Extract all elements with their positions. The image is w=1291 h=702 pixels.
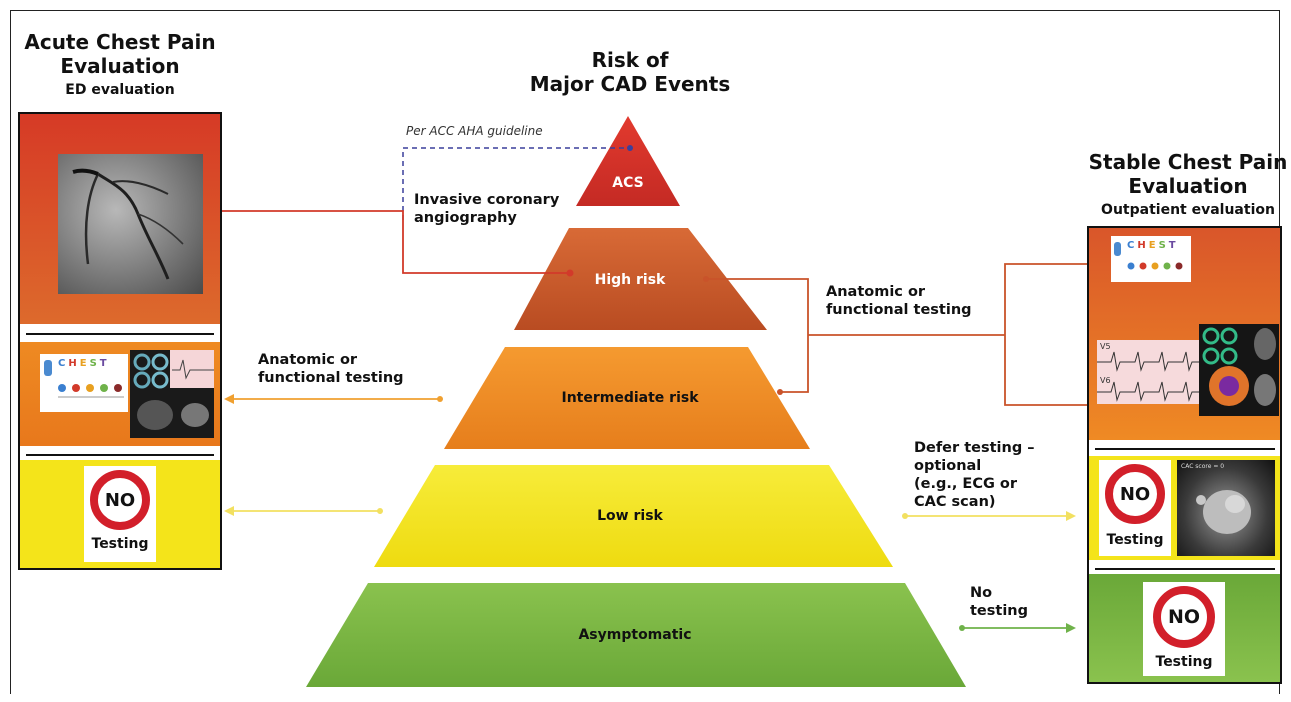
tier-asymptomatic-label: Asymptomatic [578,627,692,643]
defer-line1: Defer testing – [914,440,1035,456]
left-no-testing-sign: NO Testing [84,466,156,562]
ecg-trace [1097,351,1201,402]
anatomic-right-line1: Anatomic or [826,284,926,300]
left-title-subtitle: ED evaluation [65,82,175,98]
center-title-line1: Risk of [591,48,669,72]
tier-intermediate-shape [444,347,810,449]
right-no-testing-sign-1: NO Testing [1099,460,1171,556]
perfusion-collage [1199,324,1279,416]
center-title-line2: Major CAD Events [529,72,731,96]
tier-asymptomatic-shape [306,583,966,687]
guideline-dashed-line [402,147,630,220]
no-testing-label: No testing [970,584,1028,620]
defer-line2: optional [914,458,982,475]
left-title-line1: Acute Chest Pain [24,30,216,54]
angiogram-vessels [72,168,184,280]
right-title: Stable Chest Pain Evaluation Outpatient … [1083,150,1291,219]
scan-collage [130,350,214,438]
center-title: Risk of Major CAD Events [520,48,740,96]
right-title-subtitle: Outpatient evaluation [1101,202,1275,218]
no-sign-testing-text: Testing [1155,654,1213,670]
right-chest-icons [1114,242,1183,270]
defer-line4: CAC scan) [914,494,996,511]
right-no-testing-sign-2: NO Testing [1143,582,1225,676]
chest-icons [58,384,124,398]
left-title-line2: Evaluation [60,54,180,78]
ecg-v5-label: V5 [1100,342,1111,351]
angiogram-image [58,154,203,294]
invasive-connector [200,210,570,274]
right-title-line2: Evaluation [1128,174,1248,198]
anatomic-right-label: Anatomic or functional testing [826,283,972,319]
no-testing-line1: No [970,585,993,601]
anatomic-left-label: Anatomic or functional testing [258,351,404,387]
right-chest-card: C H E S T [1111,236,1191,282]
invasive-angiography-label: Invasive coronary angiography [414,191,559,227]
anatomic-right-line2: functional testing [826,302,972,319]
ecg-mini [170,350,214,388]
invasive-line2: angiography [414,210,517,227]
ecg-v6-label: V6 [1100,376,1111,385]
tier-acs-shape [576,116,680,206]
left-column: C H E S T [18,112,222,570]
anatomic-left-line2: functional testing [258,370,404,387]
tier-low-shape [374,465,893,567]
left-title: Acute Chest Pain Evaluation ED evaluatio… [20,30,220,99]
defer-testing-label: Defer testing – optional (e.g., ECG or C… [914,439,1035,512]
defer-line3: (e.g., ECG or [914,476,1018,493]
person-icon [44,360,52,376]
tier-acs-label: ACS [612,175,644,191]
tier-high-shape [514,228,767,330]
tier-intermediate-label: Intermediate risk [561,390,699,406]
tier-high-label: High risk [594,272,666,288]
right-column: C H E S T V5 V6 [1087,226,1282,684]
left-gap-2 [20,446,220,460]
right-separator-2 [1095,568,1275,570]
invasive-line1: Invasive coronary [414,192,560,208]
no-icon: NO [90,470,150,530]
scan-shapes [133,353,214,430]
chest-card: C H E S T [40,354,128,412]
left-separator-1 [26,333,214,335]
right-chest-letters: C H E S T [1127,240,1176,251]
no-testing-line2: testing [970,603,1028,620]
cac-ct-image: CAC score = 0 [1177,460,1275,556]
no-sign-testing-text: Testing [91,536,149,552]
no-icon: NO [1105,464,1165,524]
anatomic-left-line1: Anatomic or [258,352,358,368]
perfusion-shapes [1202,327,1276,406]
right-title-line1: Stable Chest Pain [1088,150,1288,174]
no-sign-testing-text: Testing [1106,532,1164,548]
cac-caption: CAC score = 0 [1181,463,1225,470]
right-gap-2 [1089,560,1280,574]
ecg-strip: V5 V6 [1097,340,1201,404]
right-separator-1 [1095,448,1275,450]
cac-shapes [1196,490,1251,534]
tier-low-label: Low risk [597,508,663,524]
left-separator-2 [26,454,214,456]
guideline-note: Per ACC AHA guideline [406,124,543,138]
no-icon: NO [1153,586,1215,648]
chest-letters: C H E S T [58,358,107,369]
right-bracket [1004,263,1097,406]
